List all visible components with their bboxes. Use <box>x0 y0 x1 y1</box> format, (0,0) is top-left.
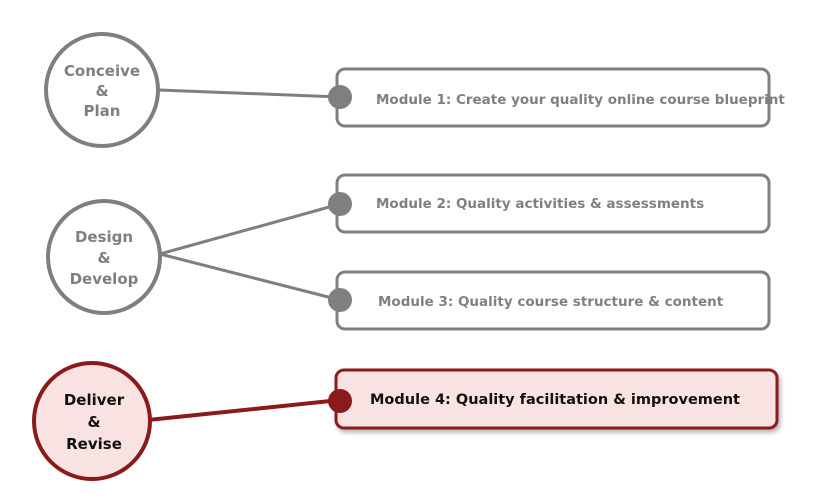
module-3-box[interactable]: Module 3: Quality course structure & con… <box>335 270 771 331</box>
phase-label: Deliver <box>64 391 125 409</box>
phase-label: Develop <box>70 270 139 288</box>
connector-dot <box>328 389 352 413</box>
phase-design-develop: Design & Develop <box>46 199 162 315</box>
connector-dot <box>328 192 352 216</box>
phase-label: & <box>87 413 100 431</box>
module-label: Module 1: Create your quality online cou… <box>376 92 785 108</box>
phase-label: Plan <box>84 102 121 120</box>
module-1-box[interactable]: Module 1: Create your quality online cou… <box>335 67 785 128</box>
phase-label: Revise <box>66 435 122 453</box>
phase-label: Conceive <box>64 62 140 80</box>
module-2-box[interactable]: Module 2: Quality activities & assessmen… <box>335 173 771 234</box>
connector-phase1-module1 <box>158 88 341 99</box>
phase-deliver-revise: Deliver & Revise <box>32 361 152 481</box>
module-label: Module 4: Quality facilitation & improve… <box>370 392 740 408</box>
connector-dot <box>328 85 352 109</box>
connector-phase2-module2 <box>159 202 341 256</box>
phase-label: Design <box>75 228 133 246</box>
connector-phase2-module3 <box>159 252 341 302</box>
module-4-box[interactable]: Module 4: Quality facilitation & improve… <box>334 368 779 430</box>
module-label: Module 2: Quality activities & assessmen… <box>376 196 704 212</box>
connector-phase3-module4 <box>147 398 341 422</box>
connector-dot <box>328 288 352 312</box>
phase-label: & <box>97 249 110 267</box>
module-label: Module 3: Quality course structure & con… <box>378 294 724 310</box>
phase-label: & <box>95 82 108 100</box>
phase-conceive-plan: Conceive & Plan <box>44 32 160 148</box>
